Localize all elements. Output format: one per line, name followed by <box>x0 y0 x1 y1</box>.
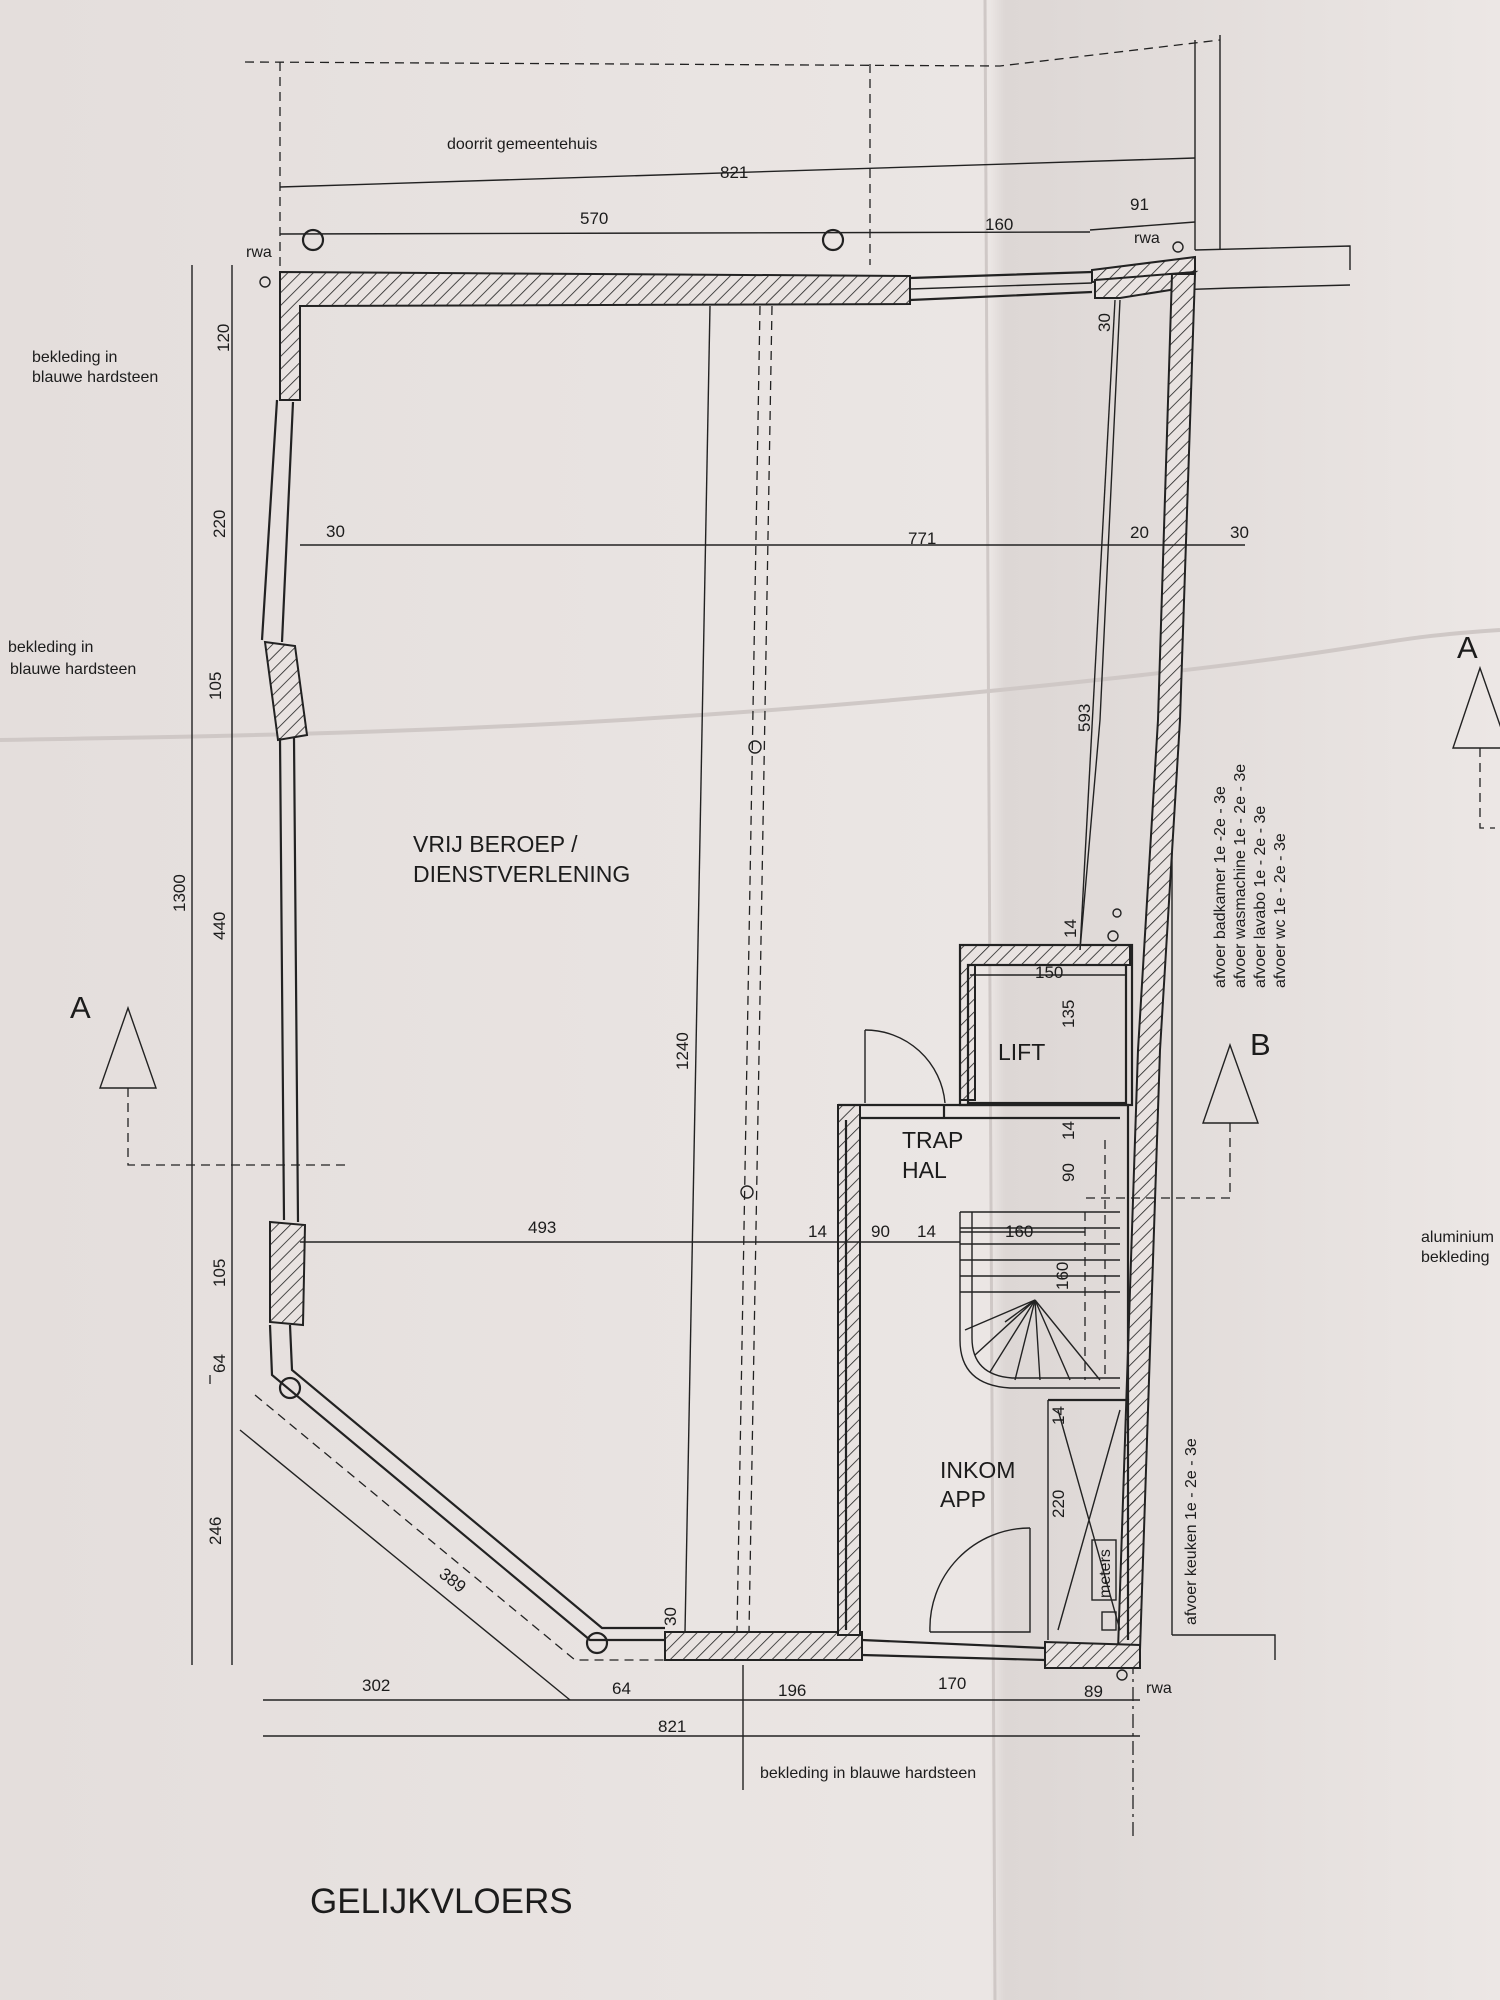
dim-left-105-b: 105 <box>210 1259 229 1287</box>
afvoer-badkamer: afvoer badkamer 1e -2e - 3e <box>1212 786 1229 988</box>
dim-bottom-30: 30 <box>661 1607 680 1626</box>
section-a-right: A <box>1457 630 1478 665</box>
rwa-top-right: rwa <box>1134 230 1160 247</box>
rwa-bottom: rwa <box>1146 1680 1172 1697</box>
dim-inkom-14: 14 <box>1049 1406 1068 1425</box>
beam-lines <box>684 299 1121 1633</box>
section-a-left: A <box>70 990 91 1025</box>
afvoer-lavabo: afvoer lavabo 1e - 2e - 3e <box>1252 806 1269 988</box>
dim-row-14-b: 14 <box>917 1222 936 1241</box>
property-lines <box>244 35 1351 1840</box>
dim-lift-150: 150 <box>1035 963 1063 982</box>
exterior-walls <box>263 255 1199 1669</box>
dim-left-105-a: 105 <box>206 672 225 700</box>
dim-mid-30-right: 30 <box>1230 523 1249 542</box>
paper-fold-horizontal <box>0 628 1500 742</box>
afvoer-keuken: afvoer keuken 1e - 2e - 3e <box>1183 1438 1200 1625</box>
dim-right-30-top: 30 <box>1095 313 1114 332</box>
columns <box>259 228 1184 1681</box>
afvoer-wasmachine: afvoer wasmachine 1e - 2e - 3e <box>1232 764 1249 988</box>
dim-left-440: 440 <box>210 912 229 940</box>
aluminium-line1: aluminium <box>1421 1229 1494 1246</box>
bekleding-2-line2: blauwe hardsteen <box>10 661 136 678</box>
top-note: doorrit gemeentehuis <box>447 136 597 153</box>
room-inkom-line2: APP <box>940 1486 986 1512</box>
dim-inkom-220: 220 <box>1049 1490 1068 1518</box>
aluminium-line2: bekleding <box>1421 1249 1490 1266</box>
section-markers <box>99 665 1500 1199</box>
bekleding-2-line1: bekleding in <box>8 639 93 656</box>
bekleding-1-line1: bekleding in <box>32 349 117 366</box>
dim-left-64: 64 <box>210 1354 229 1373</box>
glazed-facades <box>209 270 1093 1662</box>
dim-v-1240: 1240 <box>673 1032 692 1070</box>
bottom-note: bekleding in blauwe hardsteen <box>760 1765 976 1782</box>
dim-mid-20: 20 <box>1130 523 1149 542</box>
dim-top-570: 570 <box>580 209 608 228</box>
dim-lift-135: 135 <box>1059 1000 1078 1028</box>
room-inkom-line1: INKOM <box>940 1457 1015 1483</box>
plan-title: GELIJKVLOERS <box>310 1882 573 1921</box>
dim-top-total: 821 <box>720 163 748 182</box>
meters-label: meters <box>1097 1549 1114 1598</box>
room-main-line1: VRIJ BEROEP / <box>413 831 578 857</box>
dim-stair-160-v: 160 <box>1053 1262 1072 1290</box>
dimension-lines <box>191 157 1245 1790</box>
dim-lift-14: 14 <box>1059 1121 1078 1140</box>
dim-left-246: 246 <box>206 1517 225 1545</box>
dim-top-91: 91 <box>1130 195 1149 214</box>
dim-left-120: 120 <box>214 324 233 352</box>
dim-bottom-196: 196 <box>778 1681 806 1700</box>
dim-bottom-89: 89 <box>1084 1682 1103 1701</box>
rwa-top-left: rwa <box>246 244 272 261</box>
core-walls <box>838 943 1134 1640</box>
dim-row-14-a: 14 <box>808 1222 827 1241</box>
room-trap-line1: TRAP <box>902 1127 963 1153</box>
dim-bottom-total: 821 <box>658 1717 686 1736</box>
dim-bottom-302: 302 <box>362 1676 390 1695</box>
section-b-right: B <box>1250 1027 1271 1062</box>
dim-top-160: 160 <box>985 215 1013 234</box>
dim-bottom-170: 170 <box>938 1674 966 1693</box>
doors <box>864 1029 1031 1633</box>
room-lift: LIFT <box>998 1039 1045 1065</box>
dim-bottom-64: 64 <box>612 1679 631 1698</box>
dim-left-220: 220 <box>210 510 229 538</box>
dim-v-593: 593 <box>1075 704 1094 732</box>
dim-v-14-upper: 14 <box>1061 919 1080 938</box>
room-trap-line2: HAL <box>902 1157 947 1183</box>
dim-stair-160-h: 160 <box>1005 1222 1033 1241</box>
room-main-line2: DIENSTVERLENING <box>413 861 630 887</box>
afvoer-wc: afvoer wc 1e - 2e - 3e <box>1272 833 1289 988</box>
dim-mid-771: 771 <box>908 529 936 548</box>
stair-treads <box>960 1140 1120 1381</box>
dim-row-493: 493 <box>528 1218 556 1237</box>
dim-left-1300: 1300 <box>170 874 189 912</box>
bekleding-1-line2: blauwe hardsteen <box>32 369 158 386</box>
dim-row-90: 90 <box>871 1222 890 1241</box>
dim-left-30: 30 <box>326 522 345 541</box>
paper-fold-vertical <box>983 0 997 2000</box>
dim-trap-90-v: 90 <box>1059 1163 1078 1182</box>
